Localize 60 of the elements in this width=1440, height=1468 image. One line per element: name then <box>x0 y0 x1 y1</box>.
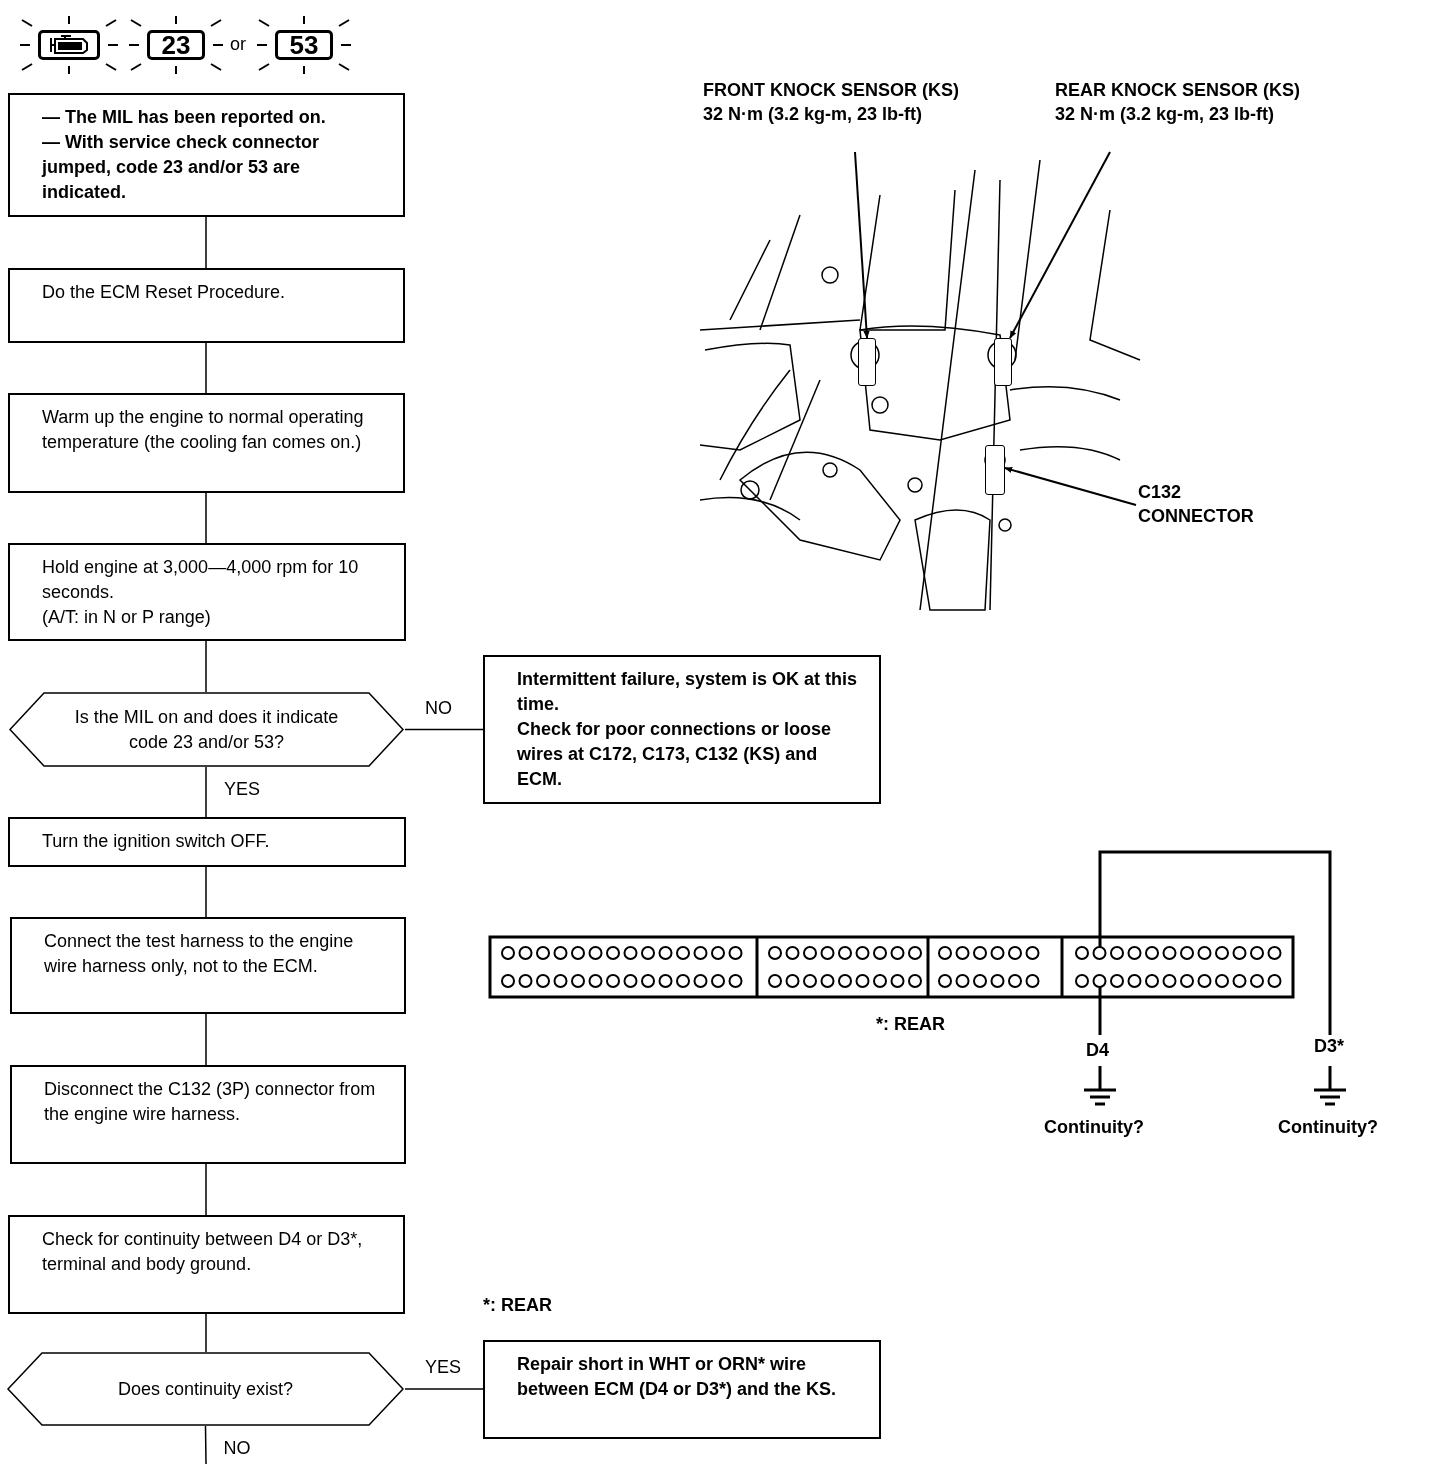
step-text: Repair short in WHT or ORN* wire between ECM (D4 or D3*) and the KS. <box>517 1353 838 1401</box>
process-box <box>8 93 405 217</box>
step-text: Check for continuity between D4 or D3*, terminal and body ground. <box>42 1228 364 1276</box>
footnote-note: *: REAR <box>483 1295 552 1316</box>
flow-line <box>204 1425 207 1465</box>
leader-line <box>854 151 870 339</box>
test-question: Continuity? <box>1278 1117 1378 1138</box>
process-box <box>10 1065 406 1164</box>
step-text: Turn the ignition switch OFF. <box>42 830 271 853</box>
process-box <box>8 393 405 493</box>
step-text: (A/T: in N or P range) <box>42 606 212 629</box>
step-text: Hold engine at 3,000—4,000 rpm for 10 seconds. <box>42 556 360 604</box>
connector-word: or <box>230 34 246 55</box>
code-number: 53 <box>289 29 319 61</box>
callout-text: C132 CONNECTOR <box>1138 481 1255 528</box>
code-display <box>275 30 333 60</box>
process-box <box>8 543 406 641</box>
flow-line <box>205 1013 207 1066</box>
code-number: 23 <box>161 29 191 61</box>
footnote-note: *: REAR <box>876 1014 945 1035</box>
callout-text: 32 N·m (3.2 kg-m, 23 lb-ft) <box>703 103 924 126</box>
step-text: Check for poor connections or loose wires at C172, C173, C132 (KS) and ECM. <box>517 718 833 791</box>
process-box <box>483 1340 881 1439</box>
code-display <box>147 30 205 60</box>
step-text: Warm up the engine to normal operating temperature (the cooling fan comes on.) <box>42 406 365 454</box>
step-text: Do the ECM Reset Procedure. <box>42 281 287 304</box>
flow-line <box>205 640 207 693</box>
step-text: — The MIL has been reported on. <box>42 106 327 129</box>
process-box <box>8 1215 405 1314</box>
knock-sensor <box>994 338 1012 386</box>
knock-sensor <box>858 338 876 386</box>
process-box <box>8 817 406 867</box>
step-text: Connect the test harness to the engine wire harness only, not to the ECM. <box>44 930 355 978</box>
flow-line <box>205 342 207 394</box>
step-text: — With service check connector jumped, code 23 and/or 53 are indicated. <box>42 131 320 204</box>
flow-line <box>404 1388 484 1390</box>
wire-connector <box>985 445 1005 495</box>
indicator-lamp <box>38 30 100 60</box>
decision-text: Does continuity exist? <box>117 1377 294 1401</box>
decision-text: Is the MIL on and does it indicate code 23 and/or 53? <box>73 705 340 754</box>
callout-text: FRONT KNOCK SENSOR (KS) <box>703 79 960 102</box>
flow-line <box>205 216 207 269</box>
step-text: Disconnect the C132 (3P) connector from the engine wire harness. <box>44 1078 377 1126</box>
process-box <box>8 268 405 343</box>
leader-line <box>1009 151 1111 339</box>
leader-line <box>1004 466 1137 506</box>
flow-line <box>205 1313 207 1353</box>
flow-line <box>205 866 207 918</box>
callout-text: 32 N·m (3.2 kg-m, 23 lb-ft) <box>1055 103 1276 126</box>
step-text: Intermittent failure, system is OK at this time. <box>517 668 859 716</box>
process-box <box>483 655 881 804</box>
flow-line <box>205 1163 207 1216</box>
callout-text: REAR KNOCK SENSOR (KS) <box>1055 79 1301 102</box>
flow-line <box>404 728 484 731</box>
process-box <box>10 917 406 1014</box>
test-question: Continuity? <box>1044 1117 1144 1138</box>
pin-label: D3* <box>1314 1036 1344 1057</box>
pin-label: D4 <box>1086 1040 1109 1061</box>
flow-line <box>205 766 207 818</box>
flow-line <box>205 492 207 544</box>
